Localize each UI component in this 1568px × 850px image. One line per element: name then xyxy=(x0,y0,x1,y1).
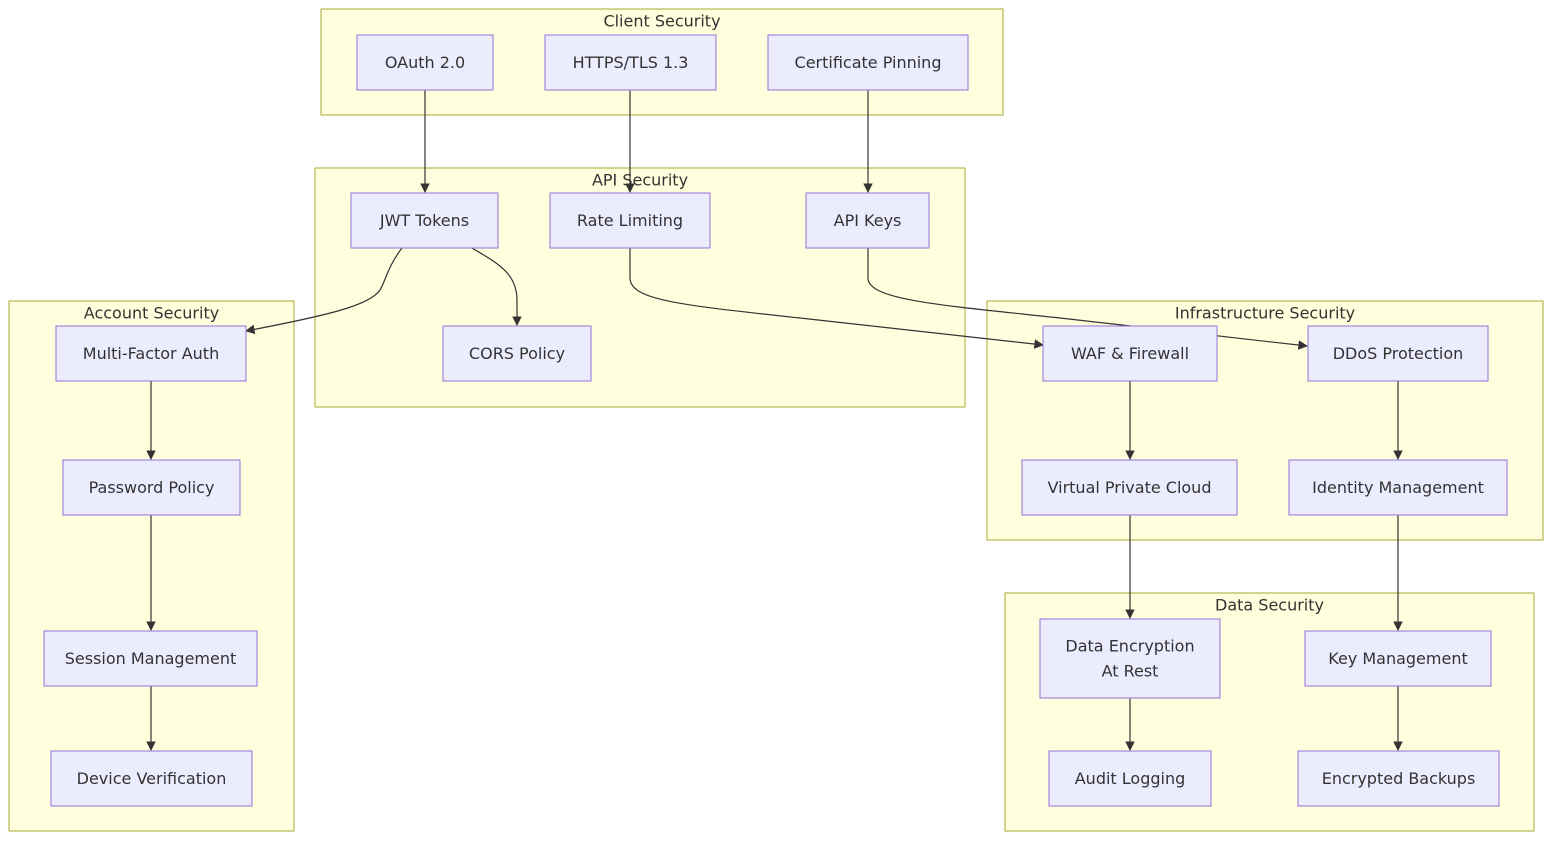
node-password[interactable]: Password Policy xyxy=(62,459,241,516)
node-box[interactable] xyxy=(805,192,930,249)
node-box[interactable] xyxy=(767,34,969,91)
node-cors[interactable]: CORS Policy xyxy=(442,325,592,382)
node-label: Password Policy xyxy=(89,478,215,497)
node-label: Session Management xyxy=(65,649,237,668)
node-label: Device Verification xyxy=(77,769,227,788)
node-keymgmt[interactable]: Key Management xyxy=(1304,630,1492,687)
node-waf[interactable]: WAF & Firewall xyxy=(1042,325,1218,382)
edge-arrow xyxy=(867,248,1308,350)
cluster-label: Client Security xyxy=(603,12,720,31)
node-box[interactable] xyxy=(1297,750,1500,807)
node-label: Encrypted Backups xyxy=(1322,769,1476,788)
node-pinning[interactable]: Certificate Pinning xyxy=(767,34,969,91)
edge-apikeys-ddos xyxy=(867,248,1308,350)
node-box[interactable] xyxy=(1048,750,1212,807)
node-box[interactable] xyxy=(55,325,247,382)
node-box[interactable] xyxy=(43,630,258,687)
node-label: Rate Limiting xyxy=(577,211,683,230)
node-encrest[interactable]: Data Encryption At Rest xyxy=(1039,618,1221,699)
node-box[interactable] xyxy=(1039,618,1221,699)
cluster-label: Account Security xyxy=(84,304,219,323)
node-https[interactable]: HTTPS/TLS 1.3 xyxy=(544,34,717,91)
node-label: Audit Logging xyxy=(1075,769,1186,788)
node-device[interactable]: Device Verification xyxy=(50,750,253,807)
edge-arrow xyxy=(629,248,1044,349)
node-label: Identity Management xyxy=(1312,478,1484,497)
node-label: Virtual Private Cloud xyxy=(1048,478,1212,497)
node-box[interactable] xyxy=(1021,459,1238,516)
node-box[interactable] xyxy=(549,192,711,249)
node-label: Data Encryption xyxy=(1065,637,1194,656)
node-oauth[interactable]: OAuth 2.0 xyxy=(356,34,494,91)
node-idm[interactable]: Identity Management xyxy=(1288,459,1508,516)
node-jwt[interactable]: JWT Tokens xyxy=(350,192,499,249)
edge-arrow xyxy=(471,247,522,326)
node-rate[interactable]: Rate Limiting xyxy=(549,192,711,249)
node-box[interactable] xyxy=(350,192,499,249)
edge-jwt-mfa xyxy=(245,247,403,335)
edge-jwt-cors xyxy=(471,247,522,326)
node-box[interactable] xyxy=(1042,325,1218,382)
node-box[interactable] xyxy=(442,325,592,382)
node-label: At Rest xyxy=(1102,662,1159,681)
node-box[interactable] xyxy=(544,34,717,91)
cluster-label: Infrastructure Security xyxy=(1175,304,1355,323)
node-label: API Keys xyxy=(834,211,902,230)
node-vpc[interactable]: Virtual Private Cloud xyxy=(1021,459,1238,516)
node-label: WAF & Firewall xyxy=(1071,344,1189,363)
edge-rate-waf xyxy=(629,248,1044,349)
node-label: Certificate Pinning xyxy=(795,53,942,72)
cluster-label: API Security xyxy=(592,171,688,190)
edge-arrow xyxy=(245,247,403,335)
node-ddos[interactable]: DDoS Protection xyxy=(1307,325,1489,382)
node-label: JWT Tokens xyxy=(379,211,469,230)
node-label: HTTPS/TLS 1.3 xyxy=(573,53,689,72)
node-box[interactable] xyxy=(50,750,253,807)
node-box[interactable] xyxy=(1307,325,1489,382)
cluster-label: Data Security xyxy=(1215,596,1324,615)
node-label: Multi-Factor Auth xyxy=(83,344,219,363)
node-box[interactable] xyxy=(1288,459,1508,516)
node-label: DDoS Protection xyxy=(1333,344,1464,363)
node-label: CORS Policy xyxy=(469,344,565,363)
node-box[interactable] xyxy=(356,34,494,91)
node-label: OAuth 2.0 xyxy=(385,53,465,72)
node-mfa[interactable]: Multi-Factor Auth xyxy=(55,325,247,382)
node-label: Key Management xyxy=(1328,649,1468,668)
node-audit[interactable]: Audit Logging xyxy=(1048,750,1212,807)
node-apikeys[interactable]: API Keys xyxy=(805,192,930,249)
node-session[interactable]: Session Management xyxy=(43,630,258,687)
node-backups[interactable]: Encrypted Backups xyxy=(1297,750,1500,807)
node-box[interactable] xyxy=(1304,630,1492,687)
node-box[interactable] xyxy=(62,459,241,516)
